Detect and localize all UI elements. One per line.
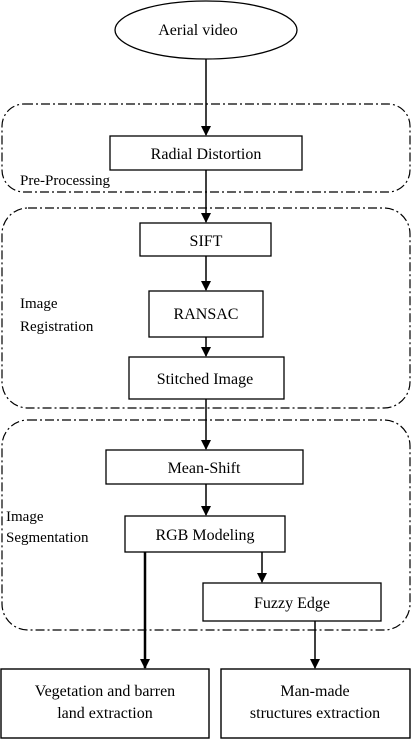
man-made-extraction-label-1: Man-made [280,683,349,700]
mean-shift-label: Mean-Shift [168,460,241,477]
man-made-extraction-box [220,668,411,739]
registration-group-label-2: Registration [20,319,94,335]
sift-box [139,222,272,257]
preprocessing-group-label: Pre-Processing [20,173,110,189]
vegetation-extraction-label-1: Vegetation and barren [35,683,175,700]
radial-distortion-box [109,135,303,171]
registration-group-label-1: Image [20,296,58,312]
mean-shift-box [105,449,304,485]
rgb-modeling-label: RGB Modeling [155,527,254,544]
fuzzy-edge-box [202,582,382,622]
stitched-image-label: Stitched Image [157,371,253,388]
vegetation-extraction-label-2: land extraction [57,705,153,722]
aerial-video-label: Aerial video [158,22,238,39]
ransac-box [148,290,264,338]
radial-distortion-label: Radial Distortion [151,146,262,163]
man-made-extraction-label-2: structures extraction [250,705,380,722]
sift-label: SIFT [190,233,223,250]
segmentation-group-label-2: Segmentation [6,530,89,546]
vegetation-extraction-box [0,668,210,739]
fuzzy-edge-label: Fuzzy Edge [254,595,330,612]
segmentation-group-label-1: Image [6,509,44,525]
rgb-modeling-box [124,515,286,553]
ransac-label: RANSAC [174,306,239,323]
